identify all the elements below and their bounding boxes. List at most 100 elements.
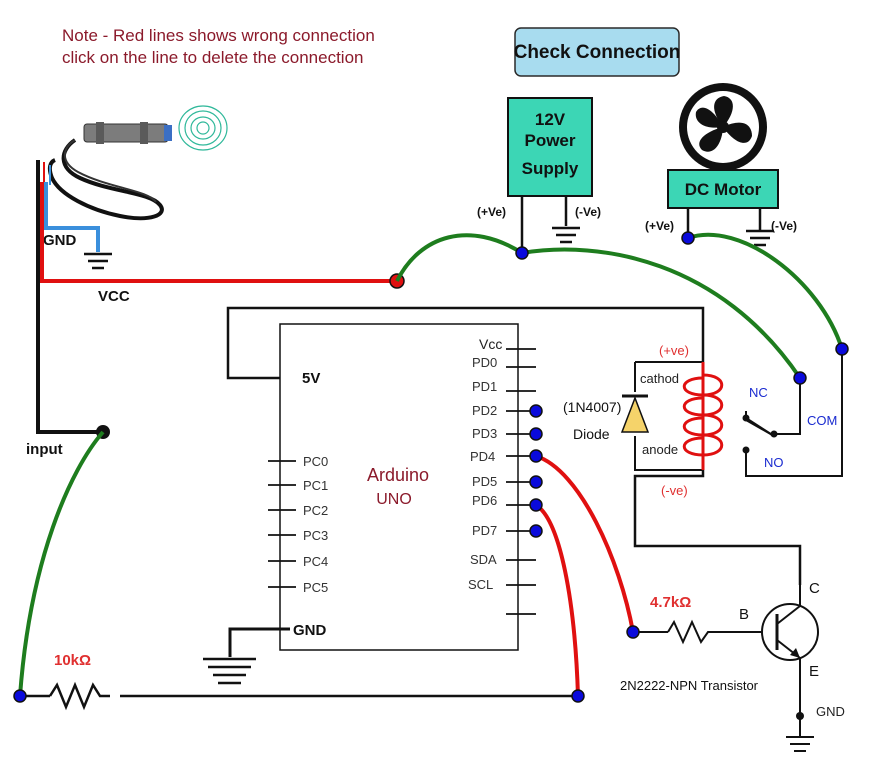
power-supply-line-3: Supply [522, 159, 579, 178]
arduino-pin-pc3: PC3 [303, 528, 328, 543]
pulldown-resistor-label: 10kΩ [54, 652, 91, 669]
arduino-pin-pd1: PD1 [472, 379, 497, 394]
base-resistor-terminal[interactable] [626, 625, 640, 639]
relay-com-terminal[interactable] [835, 342, 849, 356]
base-resistor-label: 4.7kΩ [650, 594, 691, 611]
pd4-terminal[interactable] [529, 449, 543, 463]
diode-cathode-label: cathod [640, 371, 679, 386]
pd7-terminal[interactable] [529, 524, 543, 538]
power-supply-ground-icon [552, 226, 580, 244]
pd2-terminal[interactable] [529, 404, 543, 418]
power-supply: 12V Power Supply (+Ve) (-Ve) [477, 97, 601, 253]
power-supply-pos-terminal[interactable] [515, 246, 529, 260]
dc-motor-ground-icon [746, 229, 774, 247]
arduino-pin-pc2: PC2 [303, 503, 328, 518]
arduino-pin-pd2: PD2 [472, 403, 497, 418]
relay-nc-terminal[interactable] [793, 371, 807, 385]
arduino-pin-pd4: PD4 [470, 449, 495, 464]
sensor-gnd-wire [44, 182, 100, 252]
arduino-pin-gnd: GND [293, 622, 327, 639]
pulldown-resistor-icon [48, 681, 110, 711]
relay-pos-label: (+ve) [659, 343, 689, 358]
arduino-title-line-2: UNO [376, 491, 412, 508]
pd5-terminal[interactable] [529, 475, 543, 489]
check-connection-label: Check Connection [514, 42, 681, 63]
sensor-vcc-wire-wrong[interactable] [40, 182, 397, 283]
transistor-icon [761, 603, 819, 661]
diode-label: Diode [573, 426, 610, 442]
pd3-terminal[interactable] [529, 427, 543, 441]
sensor-vcc-label: VCC [98, 288, 130, 305]
dc-motor-pos-label: (+Ve) [645, 219, 674, 233]
dc-motor-pos-terminal[interactable] [681, 231, 695, 245]
pd6-to-pulldown-wire-wrong[interactable] [534, 503, 580, 697]
check-connection-button[interactable]: Check Connection [514, 27, 681, 77]
sensor-cable-icon [47, 138, 164, 221]
pd4-to-base-wire-wrong[interactable] [535, 454, 635, 633]
pulldown-resistor: 10kΩ [20, 652, 578, 711]
arduino-pin-sda: SDA [470, 552, 497, 567]
input-to-resistor-wire[interactable] [18, 430, 105, 697]
arduino-pin-pd6: PD6 [472, 493, 497, 508]
diode-icon [620, 394, 650, 433]
sensor-signal-wire [36, 160, 103, 434]
arduino-pin-pc1: PC1 [303, 478, 328, 493]
dc-motor: DC Motor (+Ve) (-Ve) [645, 83, 797, 247]
arduino-title-line-1: Arduino [367, 465, 429, 485]
arduino-pin-5v: 5V [302, 370, 320, 387]
supply-to-nc-wire[interactable] [521, 247, 802, 380]
arduino-pin-scl: SCL [468, 577, 493, 592]
arduino-pin-vcc: Vcc [479, 336, 502, 352]
base-resistor: 4.7kΩ [633, 594, 713, 645]
dc-motor-label: DC Motor [685, 180, 762, 199]
power-supply-pos-label: (+Ve) [477, 205, 506, 219]
diode-part-label: (1N4007) [563, 399, 621, 415]
arduino-ground-icon [203, 657, 256, 685]
arduino-pin-pd3: PD3 [472, 426, 497, 441]
note-line-1: Note - Red lines shows wrong connection [62, 26, 375, 45]
transistor-base-label: B [739, 606, 749, 623]
arduino-uno: Arduino UNO 5V PC0 PC1 PC2 PC3 PC4 PC5 G… [203, 306, 705, 685]
motor-to-com-wire[interactable] [687, 232, 844, 350]
transistor-name-label: 2N2222-NPN Transistor [620, 678, 759, 693]
arduino-5v-wire [226, 306, 705, 380]
relay-no-label: NO [764, 455, 784, 470]
arduino-pin-pd5: PD5 [472, 474, 497, 489]
transistor-emitter-gnd-terminal[interactable] [796, 712, 804, 720]
arduino-gnd-wire [228, 627, 290, 657]
arduino-pin-pc0: PC0 [303, 454, 328, 469]
power-supply-neg-label: (-Ve) [575, 205, 601, 219]
relay-module: (+ve) (-ve) cathod anode (1N4007) Diode … [563, 342, 849, 585]
relay-nc-label: NC [749, 385, 768, 400]
arduino-pin-pd7: PD7 [472, 523, 497, 538]
pd6-terminal[interactable] [529, 498, 543, 512]
dc-motor-neg-label: (-Ve) [771, 219, 797, 233]
transistor-emitter-label: E [809, 663, 819, 680]
power-supply-line-2: Power [524, 131, 575, 150]
note-line-2: click on the line to delete the connecti… [62, 48, 363, 67]
transistor-gnd-label: GND [816, 704, 845, 719]
pulldown-right-terminal[interactable] [571, 689, 585, 703]
vcc-to-supply-wire[interactable] [395, 233, 524, 282]
arduino-pin-pc4: PC4 [303, 554, 328, 569]
transistor-ground-icon [786, 736, 814, 752]
relay-switch-arm [745, 417, 775, 437]
sensor-gnd-label: GND [43, 232, 77, 249]
diode-anode-label: anode [642, 442, 678, 457]
fan-icon [679, 83, 767, 171]
relay-coil-icon [682, 373, 724, 457]
npn-transistor: B C E 2N2222-NPN Transistor GND [620, 580, 845, 752]
proximity-sensor [43, 105, 228, 221]
relay-neg-label: (-ve) [661, 483, 688, 498]
arduino-pin-pd0: PD0 [472, 355, 497, 370]
arduino-pin-pc5: PC5 [303, 580, 328, 595]
sensor-ground-icon [84, 252, 112, 270]
pulldown-left-terminal[interactable] [13, 689, 27, 703]
base-resistor-icon [667, 619, 713, 645]
detection-wave-icon [178, 105, 228, 151]
power-supply-line-1: 12V [535, 110, 566, 129]
relay-to-collector-wire [633, 470, 802, 585]
transistor-collector-label: C [809, 580, 820, 597]
sensor-input-label: input [26, 441, 63, 458]
